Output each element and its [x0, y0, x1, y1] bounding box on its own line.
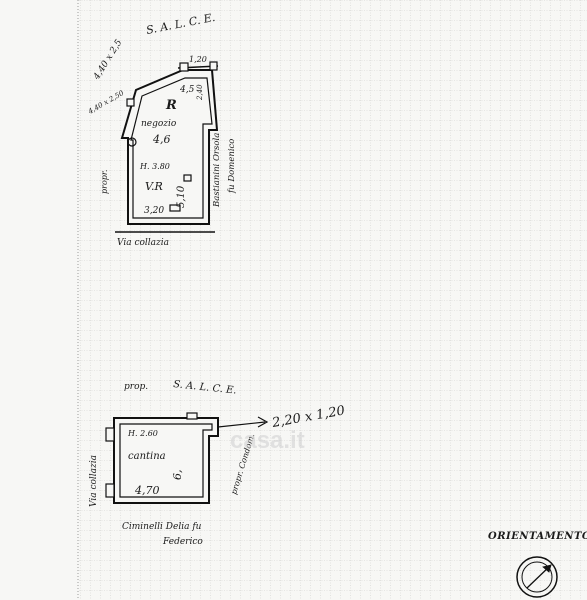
top-dim-side-r: 2,40 [196, 84, 204, 101]
bot-dim-bottom: 4,70 [134, 484, 160, 497]
top-room-letter-lower: V.R [145, 180, 163, 193]
top-neighbor-right-2: fu Domenico [227, 139, 237, 194]
bot-street-left: Via collazia [89, 455, 99, 507]
bot-neighbor-bottom-1: Ciminelli Delia fu [122, 522, 202, 532]
top-neighbor-left: propr. [100, 170, 109, 194]
paper-margin [0, 0, 78, 600]
top-street-bottom: Via collazia [117, 238, 169, 248]
bot-height: H. 2.60 [127, 429, 158, 438]
bot-neighbor-bottom-2: Federico [162, 537, 203, 547]
plan-negozio [115, 61, 219, 233]
bot-dim-side: 6, [171, 470, 184, 481]
top-dim-top-right: 1,20 [189, 55, 207, 64]
top-dim-side: 5,10 [176, 185, 187, 208]
top-dim-upper: 4,5 [179, 85, 195, 95]
bot-prop-label: prop. [124, 382, 148, 392]
compass-icon [516, 556, 558, 598]
watermark: casa.it [230, 427, 305, 454]
top-room-dim: 4,6 [152, 133, 171, 146]
bot-room-name: cantina [128, 451, 166, 462]
top-room-letter: R [165, 98, 177, 113]
plan-cantina [105, 412, 269, 504]
orientation-label: ORIENTAMENTO [488, 531, 587, 542]
top-neighbor-right-1: Bastianini Orsola [212, 133, 222, 208]
top-height: H. 3.80 [139, 162, 170, 171]
top-room-name: negozio [141, 119, 177, 129]
top-dim-bottom: 3,20 [144, 206, 164, 216]
